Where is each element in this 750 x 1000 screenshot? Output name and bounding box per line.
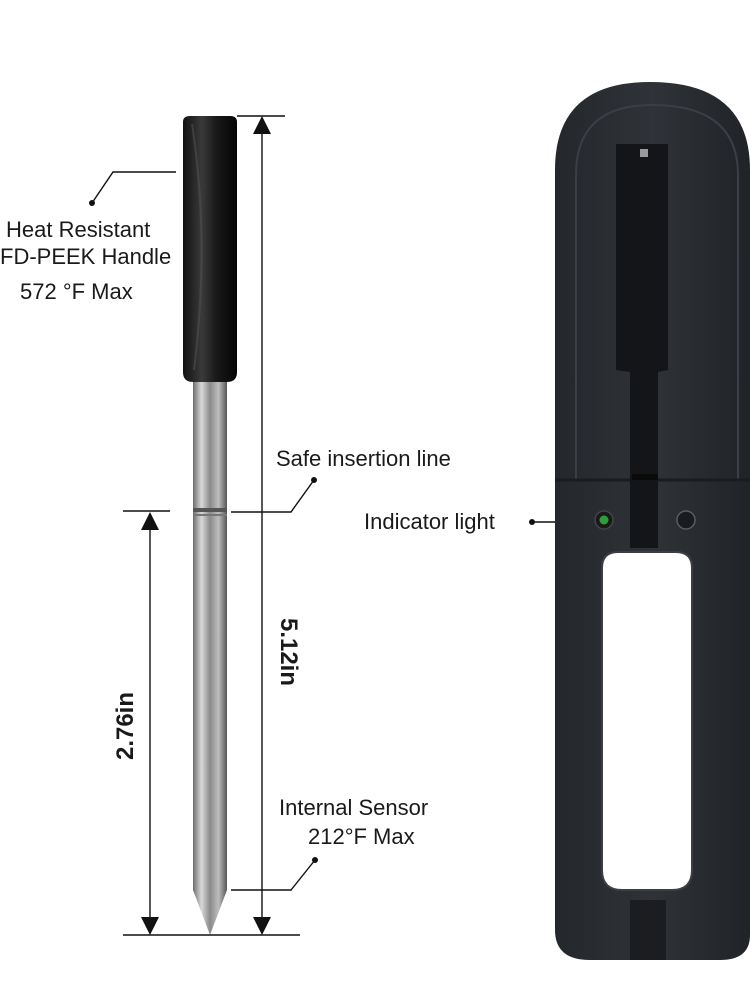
arrowheads <box>141 116 271 935</box>
indicator-label: Indicator light <box>364 509 495 534</box>
handle-label-line3: 572 °F Max <box>20 279 133 304</box>
probe-shaft <box>193 378 227 935</box>
charger-button <box>676 510 696 530</box>
charger-window <box>601 551 693 891</box>
insertion-label: Safe insertion line <box>276 446 451 471</box>
probe <box>183 116 237 935</box>
dimension-lines <box>123 115 300 936</box>
handle-label-line1: Heat Resistant <box>6 217 151 242</box>
probe-handle <box>183 116 237 382</box>
sensor-label-line2: 212°F Max <box>308 824 415 849</box>
leader-dots <box>89 200 535 863</box>
insertion-depth-dimension: 2.76in <box>112 691 139 761</box>
handle-label-line2: FD-PEEK Handle <box>0 244 172 269</box>
total-length-dimension: 5.12in <box>275 617 302 687</box>
charger <box>555 82 750 960</box>
sensor-label-line1: Internal Sensor <box>279 795 429 820</box>
insertion-ring <box>193 508 227 512</box>
